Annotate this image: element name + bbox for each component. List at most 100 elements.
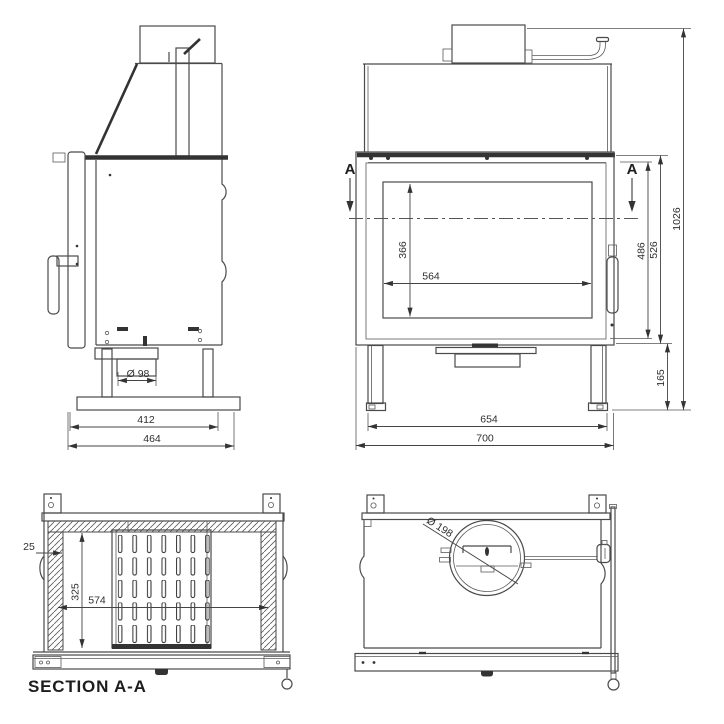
firebox-body: [355, 151, 615, 346]
side-rod: [610, 506, 616, 674]
handle-bracket: [56, 255, 79, 267]
dim-inner-depth: 325: [70, 583, 82, 601]
flue-opening-outer: [448, 519, 526, 597]
center-tab: [155, 669, 168, 675]
section-arrowhead-right: [628, 201, 636, 212]
section-view: 25 325 574 SECTION A-A: [23, 493, 293, 696]
flue-flange: [94, 347, 159, 360]
screw-hole: [104, 330, 110, 336]
left-wall-hatched: [47, 531, 64, 651]
flue-opening-inner: [453, 524, 521, 592]
dim-leg-span: 654: [480, 414, 498, 426]
screw-dot: [108, 173, 112, 177]
screw-hole: [197, 337, 203, 343]
ash-drawer: [454, 353, 521, 368]
section-marker-a-right: A: [627, 161, 638, 178]
base-assembly: [32, 654, 291, 670]
leg-foot: [587, 402, 609, 412]
base-left-clamp: [34, 656, 62, 668]
corner-step: [363, 519, 372, 527]
flue-tab: [439, 557, 451, 563]
dim-overall-depth: 464: [143, 433, 161, 445]
dim-overall-width: 700: [476, 433, 494, 445]
screw-hole: [104, 339, 110, 345]
chimney-connector-box: [139, 25, 216, 64]
leg: [101, 348, 113, 398]
door-frame: [365, 162, 607, 340]
vent-slot: [188, 327, 199, 331]
hood-slope: [94, 63, 139, 155]
body-left-edge: [359, 519, 365, 648]
dim-flue-diameter-top: Ø 198: [424, 515, 455, 540]
leg: [367, 344, 384, 405]
dim-glass-width: 564: [422, 271, 440, 283]
flue-tab: [440, 547, 452, 553]
flue-collar: [116, 358, 157, 377]
damper-notch: [480, 565, 495, 573]
latch-tab: [143, 336, 147, 346]
ash-lip-strip: [472, 343, 498, 348]
top-view: Ø 198: [354, 494, 620, 691]
insulation-band-hatched: [47, 520, 277, 533]
knob-ball: [281, 678, 293, 690]
mounting-bracket: [43, 493, 62, 514]
base-right-clamp: [263, 656, 291, 668]
damper-pipe: [532, 41, 601, 56]
body-right-edge: [600, 519, 606, 648]
flue-tab: [520, 562, 532, 568]
vent-slot: [117, 327, 128, 331]
leader-line-flue-diameter: [422, 523, 519, 585]
section-title: SECTION A-A: [28, 677, 147, 696]
door-handle-side: [47, 255, 60, 315]
mounting-bracket: [262, 493, 281, 514]
front-view: A A 366 564 486 526 165: [345, 24, 691, 450]
damper-handle-cap: [595, 36, 610, 43]
damper-lever: [183, 38, 201, 55]
grate-slots: [117, 535, 210, 645]
dim-body-height: 526: [648, 241, 660, 259]
dim-overall-height: 1026: [671, 207, 683, 231]
dim-inner-width: 574: [88, 595, 106, 607]
dim-wall-thickness: 25: [23, 541, 35, 553]
dim-glass-height: 366: [397, 241, 409, 259]
section-marker-a-left: A: [345, 161, 356, 178]
screw-dot: [75, 244, 79, 248]
ash-lip: [435, 346, 537, 355]
leg: [202, 348, 214, 398]
screw-hole: [197, 328, 203, 334]
dim-flue-diameter: Ø 98: [127, 368, 150, 380]
damper-screw: [485, 547, 489, 556]
leg: [590, 344, 607, 405]
damper-pipe: [532, 41, 606, 60]
knob-ball: [607, 678, 620, 691]
section-arrowhead-left: [346, 201, 354, 212]
box-flange: [442, 48, 453, 62]
base-plate: [76, 396, 241, 411]
chimney-connector-box: [451, 24, 526, 64]
door-frame-bar: [67, 151, 86, 349]
door-handle: [606, 256, 619, 314]
bolt-head: [52, 152, 66, 163]
dim-firebox-height: 486: [636, 242, 648, 260]
shell-bump-right: [282, 555, 288, 581]
side-view: Ø 98 412 464: [47, 25, 241, 450]
shell-bump-left: [39, 555, 45, 581]
screw-dot: [75, 262, 79, 266]
box-step: [524, 49, 533, 64]
damper-rod: [175, 47, 190, 157]
grate-base-bar: [112, 644, 211, 649]
handle-latch: [608, 244, 617, 257]
top-rail: [41, 512, 285, 522]
top-rail: [361, 512, 611, 521]
glass-window: [382, 181, 593, 319]
center-tab: [481, 671, 493, 677]
rod-hook: [596, 543, 611, 564]
body-back-edge: [221, 63, 227, 345]
rod-cap: [609, 504, 617, 509]
hook-pin: [601, 540, 608, 545]
dim-leg-height: 165: [655, 369, 667, 387]
leg-foot: [365, 402, 387, 412]
dim-base-width: 412: [137, 414, 155, 426]
